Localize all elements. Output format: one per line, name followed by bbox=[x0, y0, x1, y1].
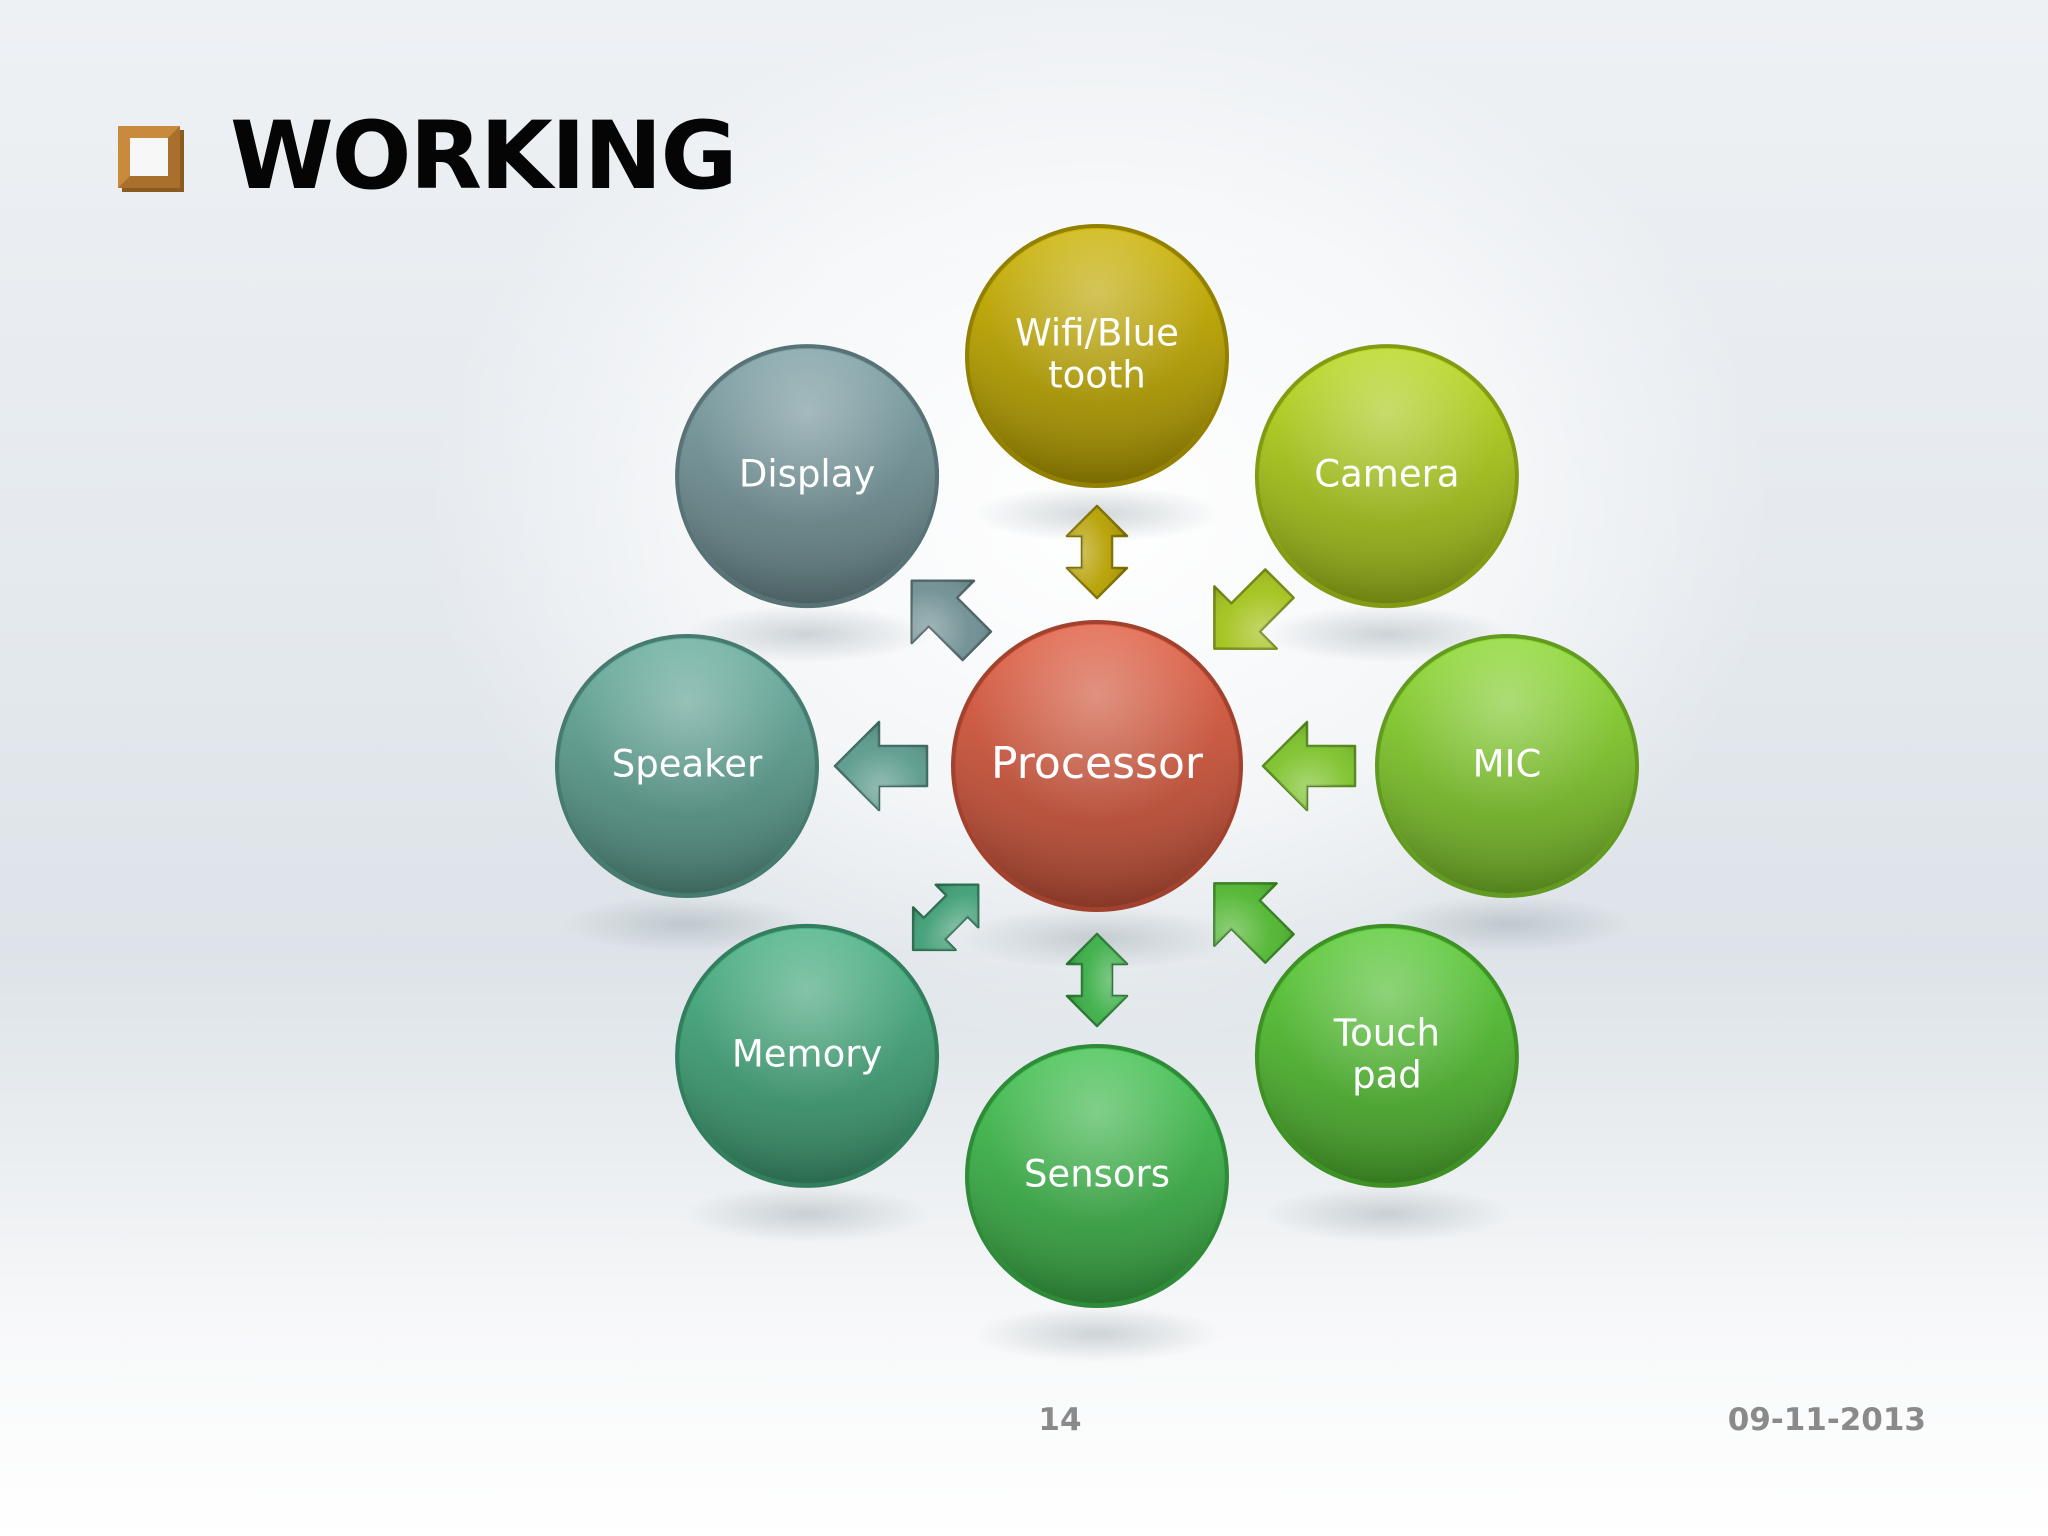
memory-arrow bbox=[911, 883, 980, 952]
processor-node: Processor bbox=[951, 620, 1243, 912]
sensors-node: Sensors bbox=[965, 1044, 1229, 1308]
wifi-bluetooth-gloss bbox=[970, 229, 1224, 483]
sensors-arrow bbox=[1065, 932, 1129, 1028]
memory-shadow bbox=[683, 1185, 931, 1243]
speaker-arrow-gloss bbox=[835, 722, 927, 810]
mic-arrow-gloss bbox=[1263, 722, 1355, 810]
touch-pad-label-0: Touch bbox=[1333, 1011, 1440, 1054]
camera-node: Camera bbox=[1254, 344, 1519, 609]
speaker-label-0: Speaker bbox=[612, 743, 763, 786]
speaker-gloss bbox=[560, 639, 814, 893]
wifi-bluetooth-arrow-gloss bbox=[1067, 506, 1127, 598]
processor-label: Processor bbox=[991, 738, 1204, 789]
display-arrow-gloss bbox=[911, 580, 991, 660]
camera-arrow-gloss bbox=[1214, 569, 1294, 649]
touch-pad-arrow-gloss bbox=[1214, 883, 1294, 963]
touch-pad-shadow bbox=[1263, 1185, 1511, 1243]
memory-gloss bbox=[680, 928, 935, 1183]
sensors-gloss bbox=[970, 1049, 1224, 1303]
touch-pad-arrow bbox=[1213, 882, 1295, 964]
wifi-bluetooth-label-0: Wifi/Blue bbox=[1015, 312, 1179, 355]
speaker-arrow bbox=[833, 720, 929, 812]
square-bullet-icon bbox=[118, 126, 180, 188]
mic-gloss bbox=[1380, 639, 1634, 893]
sensors-label-0: Sensors bbox=[1024, 1153, 1170, 1196]
slide-date: 09-11-2013 bbox=[1727, 1402, 1926, 1438]
memory-label-0: Memory bbox=[732, 1032, 882, 1075]
sensors-arrow-gloss bbox=[1067, 934, 1127, 1026]
camera-label-0: Camera bbox=[1314, 453, 1459, 496]
speaker-node: Speaker bbox=[555, 634, 819, 898]
page-number: 14 bbox=[1038, 1402, 1082, 1438]
camera-gloss bbox=[1259, 349, 1514, 604]
processor-gloss bbox=[956, 625, 1238, 907]
display-arrow bbox=[910, 579, 993, 662]
sensors-shadow bbox=[973, 1305, 1221, 1363]
memory-node: Memory bbox=[675, 923, 940, 1188]
wifi-bluetooth-label-1: tooth bbox=[1048, 354, 1146, 397]
slide-title: WORKING bbox=[230, 102, 738, 211]
display-label-0: Display bbox=[739, 453, 875, 496]
display-node: Display bbox=[675, 344, 940, 609]
wifi-bluetooth-arrow bbox=[1065, 504, 1129, 600]
camera-arrow bbox=[1213, 568, 1295, 650]
connector-arrows bbox=[833, 504, 1357, 1028]
touch-pad-gloss bbox=[1259, 928, 1514, 1183]
mic-arrow bbox=[1261, 720, 1357, 812]
memory-arrow-gloss bbox=[913, 884, 979, 950]
mic-node: MIC bbox=[1375, 634, 1639, 898]
touch-pad-label-1: pad bbox=[1352, 1053, 1422, 1096]
mic-label-0: MIC bbox=[1473, 743, 1542, 786]
title-row: WORKING bbox=[118, 102, 738, 211]
display-gloss bbox=[680, 349, 935, 604]
